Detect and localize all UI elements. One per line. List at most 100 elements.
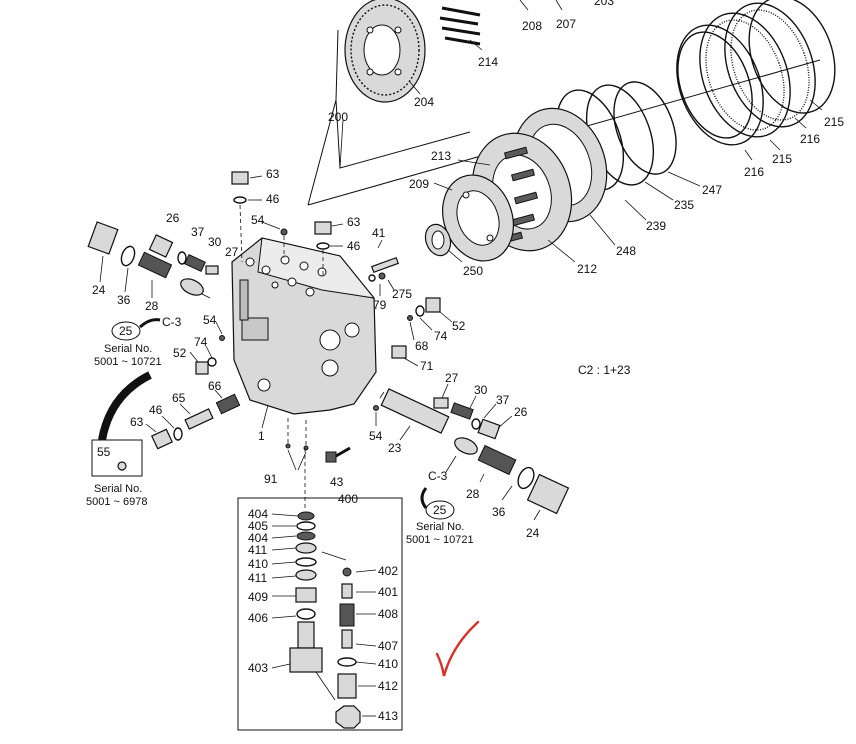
label-413: 413: [378, 709, 398, 723]
label-37-a: 37: [191, 225, 205, 239]
label-91: 91: [264, 472, 278, 486]
label-408: 408: [378, 607, 398, 621]
label-215-b: 215: [772, 152, 792, 166]
label-74-a: 74: [434, 329, 448, 343]
frame-400: [237, 448, 403, 731]
label-54-c: 54: [369, 429, 383, 443]
label-409: 409: [248, 590, 268, 604]
bearing-209: [433, 174, 514, 262]
label-68: 68: [415, 339, 429, 353]
label-37-b: 37: [496, 393, 510, 407]
label-41: 41: [372, 226, 386, 240]
label-54-a: 54: [251, 213, 265, 227]
label-209: 209: [409, 177, 429, 191]
plug-63-left: [145, 415, 183, 450]
label-28-b: 28: [466, 487, 480, 501]
label-27-a: 27: [225, 245, 239, 259]
label-46-c: 46: [149, 403, 163, 417]
label-235: 235: [674, 198, 694, 212]
label-46-b: 46: [347, 239, 361, 253]
label-410-a: 410: [248, 557, 268, 571]
relief-valve-left: [87, 221, 219, 299]
label-405: 405: [248, 519, 268, 533]
label-circle-25-left: 25: [119, 324, 133, 338]
label-203: 203: [594, 0, 614, 8]
label-54-b: 54: [203, 313, 217, 327]
check-mark-icon: [435, 620, 480, 677]
label-215-a: 215: [824, 115, 844, 129]
small-parts-41-79-275: [368, 239, 400, 296]
label-28-a: 28: [145, 299, 159, 313]
label-24-b: 24: [526, 526, 540, 540]
label-26-b: 26: [514, 405, 528, 419]
label-247: 247: [702, 183, 722, 197]
serial-left-range: 5001 ~ 10721: [94, 356, 162, 368]
label-c3-left: C-3: [162, 315, 182, 329]
label-404-a: 404: [248, 507, 268, 521]
spring-66: [214, 389, 241, 415]
label-207: 207: [556, 17, 576, 31]
label-26-a: 26: [166, 211, 180, 225]
label-30-b: 30: [474, 383, 488, 397]
label-213: 213: [431, 149, 451, 163]
pins-214: [439, 6, 483, 51]
label-36-b: 36: [492, 505, 506, 519]
label-65: 65: [172, 391, 186, 405]
label-27-b: 27: [445, 371, 459, 385]
label-275: 275: [392, 287, 412, 301]
label-214: 214: [478, 55, 498, 69]
valve-right-stack: [321, 551, 377, 729]
serial-55-range: 5001 ~ 6978: [86, 496, 147, 508]
c2-note: C2 : 1+23: [578, 363, 631, 377]
label-46-a: 46: [266, 192, 280, 206]
plug-71: [391, 345, 419, 367]
label-400: 400: [338, 492, 358, 506]
serial-badge-right: [420, 487, 455, 520]
plug-52-left: [189, 321, 225, 375]
serial-left-title: Serial No.: [104, 343, 152, 355]
main-housing-1: [231, 237, 377, 429]
label-24-a: 24: [92, 283, 106, 297]
label-412: 412: [378, 679, 398, 693]
label-52-b: 52: [173, 346, 187, 360]
label-402: 402: [378, 564, 398, 578]
bolt-43: [325, 446, 351, 463]
label-204: 204: [414, 95, 434, 109]
label-66: 66: [208, 379, 222, 393]
label-43: 43: [330, 475, 344, 489]
serial-box-55: [91, 439, 143, 477]
bolts-91: [285, 418, 309, 471]
label-23: 23: [388, 441, 402, 455]
serial-right-range: 5001 ~ 10721: [406, 534, 474, 546]
plug-63-top-left: [231, 171, 263, 263]
label-411-b: 411: [248, 571, 267, 585]
plug-63-top-right: [314, 221, 344, 275]
label-216-a: 216: [800, 132, 820, 146]
label-36-a: 36: [117, 293, 131, 307]
label-74-b: 74: [194, 335, 208, 349]
part-number-labels: 203 207 208 214 204 200 215 216 215 216 …: [86, 0, 844, 723]
plunger-65: [179, 403, 214, 430]
label-63-c: 63: [130, 415, 144, 429]
label-circle-25-right: 25: [433, 503, 447, 517]
label-208: 208: [522, 19, 542, 33]
label-250: 250: [463, 264, 483, 278]
label-212: 212: [577, 262, 597, 276]
label-411-a: 411: [248, 543, 267, 557]
label-79: 79: [373, 298, 387, 312]
label-200: 200: [328, 110, 348, 124]
label-403: 403: [248, 661, 268, 675]
label-404-b: 404: [248, 531, 268, 545]
plug-54-top: [261, 221, 288, 258]
friction-plates: [676, 0, 836, 161]
label-30-a: 30: [208, 235, 222, 249]
label-401: 401: [378, 585, 398, 599]
label-71: 71: [420, 359, 434, 373]
label-52-a: 52: [452, 319, 466, 333]
spool-23: [379, 388, 450, 441]
seal-250: [424, 223, 463, 263]
label-55: 55: [97, 445, 111, 459]
label-63-b: 63: [347, 215, 361, 229]
label-407: 407: [378, 639, 398, 653]
